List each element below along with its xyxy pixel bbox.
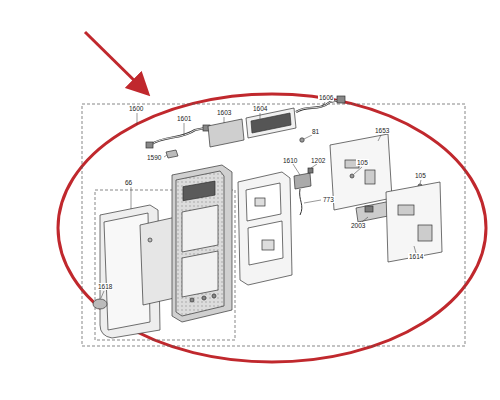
callout-number: 1618 (97, 283, 113, 290)
callout-number: 1606 (318, 94, 334, 101)
callout-number: 1604 (252, 105, 268, 112)
highlight-ellipse (58, 94, 486, 362)
subassembly-boundary (95, 190, 235, 340)
assembly-boundary (82, 104, 465, 346)
callout-number: 2003 (350, 222, 366, 229)
callout-number: 1610 (282, 157, 298, 164)
callout-number: 105 (414, 172, 427, 179)
leader-lines (101, 102, 421, 298)
callout-number: 1614 (408, 253, 424, 260)
callout-number: 105 (356, 159, 369, 166)
callout-number: 1603 (216, 109, 232, 116)
callout-number: 1601 (176, 115, 192, 122)
callout-number: 1202 (310, 157, 326, 164)
callout-number: 81 (311, 128, 320, 135)
callout-number: 66 (124, 179, 133, 186)
callout-number: 1653 (374, 127, 390, 134)
pointer-arrow (85, 32, 146, 92)
callout-number: 1600 (128, 105, 144, 112)
callout-number: 773 (322, 196, 335, 203)
callout-number: 1590 (146, 154, 162, 161)
exploded-parts (93, 96, 442, 338)
